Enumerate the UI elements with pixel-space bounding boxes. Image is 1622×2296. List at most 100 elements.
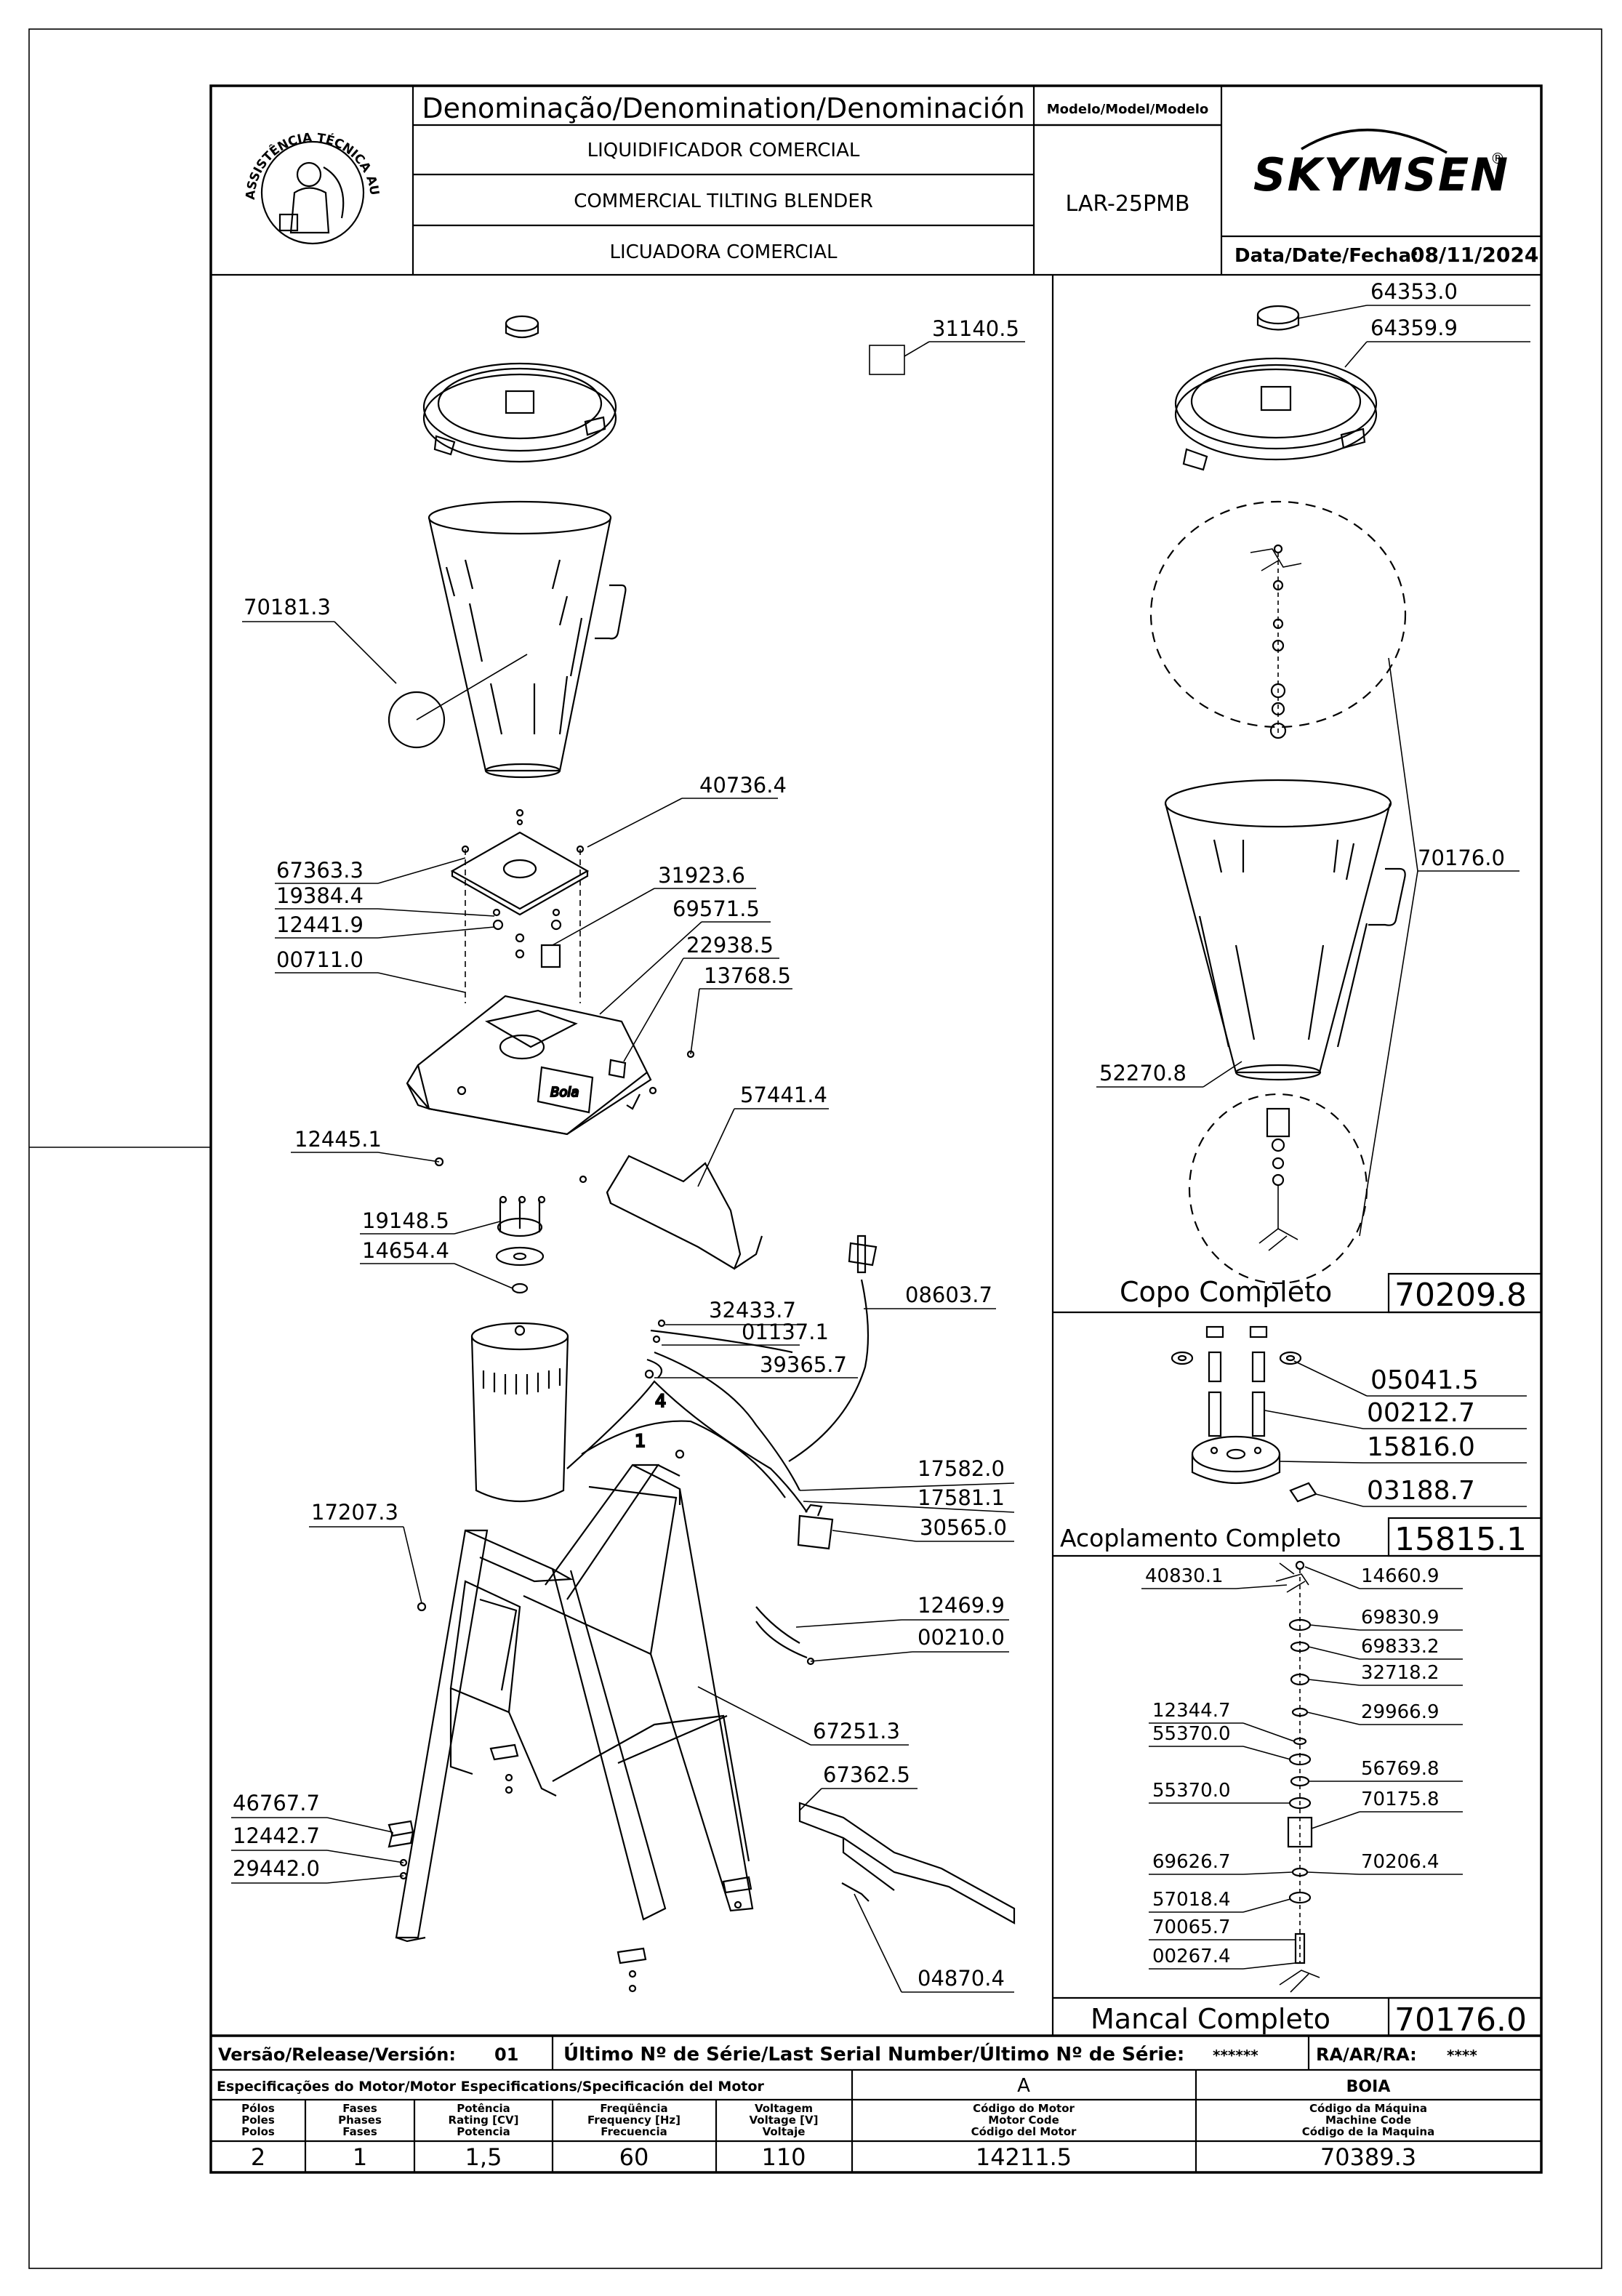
motor-variant: A [1017, 2075, 1030, 2097]
part-label: 70065.7 [1152, 1916, 1231, 1938]
part-label: 70176.0 [1418, 846, 1505, 870]
brand-swoosh [1301, 128, 1448, 154]
date-label: Data/Date/Fecha: [1234, 245, 1419, 267]
part-label: 30565.0 [920, 1515, 1007, 1540]
part-label: 32718.2 [1361, 1662, 1440, 1684]
part-label: 64359.9 [1370, 316, 1458, 340]
mancal-drawing [1275, 1560, 1320, 1993]
base-badge-text: Boia [550, 1085, 579, 1100]
part-label: 31923.6 [658, 863, 745, 888]
copo-completo-title: Copo Completo 70209.8 [1120, 1272, 1543, 1314]
part-label: 29966.9 [1361, 1701, 1440, 1723]
part-label: 03188.7 [1367, 1476, 1475, 1506]
col-phases-es: Fases [342, 2125, 377, 2138]
model-heading: Modelo/Model/Modelo [1047, 102, 1209, 117]
part-label: 56769.8 [1361, 1758, 1440, 1780]
part-label: 01137.1 [742, 1320, 829, 1344]
brand-registered-mark: ® [1490, 150, 1505, 167]
release-value: 01 [494, 2044, 518, 2065]
part-label: 64353.0 [1370, 279, 1458, 304]
part-label: 00711.0 [276, 947, 364, 972]
part-label: 40736.4 [699, 773, 787, 798]
wire-label-4: 4 [655, 1391, 666, 1411]
part-label: 55370.0 [1152, 1723, 1231, 1745]
model-value: LAR-25PMB [1065, 191, 1189, 217]
col-freq-pt: Freqüência [600, 2102, 667, 2115]
mancal-completo-code: 70176.0 [1394, 2002, 1527, 2039]
drawing-frame [209, 84, 1543, 2174]
part-label: 67362.5 [823, 1762, 910, 1787]
denomination-heading: Denominação/Denomination/Denominación [422, 92, 1024, 124]
motor-spec-title: Especificações do Motor/Motor Especifica… [217, 2079, 765, 2095]
col-volt-pt: Voltagem [755, 2102, 813, 2115]
col-volt-en: Voltage [V] [750, 2114, 819, 2127]
col-volt-es: Voltaje [763, 2125, 806, 2138]
col-motor-code-pt: Código do Motor [973, 2102, 1075, 2115]
col-machine-code-en: Machine Code [1325, 2114, 1411, 2127]
part-label: 14654.4 [362, 1238, 449, 1263]
ra-value: **** [1447, 2047, 1477, 2064]
part-label: 52270.8 [1099, 1061, 1187, 1085]
product-name-pt: LIQUIDIFICADOR COMERCIAL [587, 140, 860, 161]
copo-completo-label: Copo Completo [1120, 1276, 1332, 1308]
part-label: 12442.7 [233, 1823, 320, 1848]
release-label: Versão/Release/Versión: [218, 2044, 456, 2065]
part-label: 14660.9 [1361, 1565, 1440, 1587]
part-label: 13768.5 [704, 963, 791, 988]
brand-name: SKYMSEN [1253, 148, 1509, 201]
part-label: 15816.0 [1367, 1432, 1475, 1462]
part-label: 39365.7 [760, 1352, 847, 1377]
machine-variant: BOIA [1346, 2078, 1391, 2096]
frequency-value: 60 [619, 2143, 649, 2171]
col-machine-code-es: Código de la Maquina [1302, 2125, 1434, 2138]
copo-part-callouts: 64353.0 64359.9 70176.0 52270.8 [1096, 279, 1530, 1237]
col-rating-es: Potencia [457, 2125, 510, 2138]
left-part-callouts: 31140.5 70181.3 40736.4 67363.3 19384.4 … [231, 316, 1025, 1993]
col-freq-en: Frequency [Hz] [587, 2114, 680, 2127]
part-label: 00267.4 [1152, 1946, 1231, 1967]
date-value: 08/11/2024 [1410, 243, 1538, 267]
mancal-completo-title: Mancal Completo 70176.0 [1053, 1996, 1543, 2039]
skymsen-logo: SKYMSEN ® [1253, 128, 1509, 201]
part-label: 00212.7 [1367, 1398, 1475, 1428]
footer-table: Versão/Release/Versión: 01 Último Nº de … [211, 2034, 1541, 2172]
part-label: 69571.5 [673, 896, 760, 921]
part-label: 67251.3 [813, 1719, 900, 1743]
col-freq-es: Frecuencia [601, 2125, 667, 2138]
part-label: 12344.7 [1152, 1700, 1231, 1722]
mancal-part-callouts: 40830.1 14660.9 69830.9 69833.2 32718.2 … [1141, 1565, 1463, 1970]
product-name-es: LICUADORA COMERCIAL [609, 241, 838, 263]
part-label: 46767.7 [233, 1791, 320, 1815]
phases-value: 1 [353, 2143, 367, 2171]
col-poles-pt: Pólos [241, 2102, 275, 2115]
part-label: 69830.9 [1361, 1607, 1440, 1629]
seal-text: ASSISTÊNCIA TÉCNICA AUTORIZADA [0, 0, 382, 201]
col-rating-pt: Potência [457, 2102, 510, 2115]
product-name-en: COMMERCIAL TILTING BLENDER [574, 190, 873, 212]
wire-label-1: 1 [635, 1431, 646, 1451]
mancal-completo-label: Mancal Completo [1091, 2003, 1330, 2035]
part-label: 08603.7 [905, 1283, 992, 1307]
main-exploded-view: Boia 4 1 [388, 315, 1016, 1993]
part-label: 70175.8 [1361, 1789, 1440, 1810]
part-label: 57441.4 [740, 1083, 827, 1107]
rating-value: 1,5 [465, 2143, 502, 2171]
col-motor-code-en: Motor Code [988, 2114, 1059, 2127]
part-label: 57018.4 [1152, 1889, 1231, 1911]
part-label: 12445.1 [294, 1127, 382, 1152]
part-label: 70206.4 [1361, 1851, 1440, 1873]
part-label: 70181.3 [244, 595, 331, 619]
part-label: 17207.3 [311, 1500, 398, 1525]
part-label: 17582.0 [918, 1456, 1005, 1481]
part-label: 12469.9 [918, 1593, 1005, 1618]
part-label: 04870.4 [918, 1966, 1005, 1991]
part-label: 22938.5 [686, 933, 774, 958]
col-poles-es: Polos [241, 2125, 275, 2138]
copo-completo-code: 70209.8 [1394, 1277, 1527, 1314]
col-rating-en: Rating [CV] [449, 2114, 519, 2127]
part-label: 29442.0 [233, 1856, 320, 1881]
copo-completo-drawing [1149, 305, 1407, 1285]
sheet-border [28, 28, 1602, 2269]
acoplamento-completo-label: Acoplamento Completo [1060, 1524, 1341, 1552]
